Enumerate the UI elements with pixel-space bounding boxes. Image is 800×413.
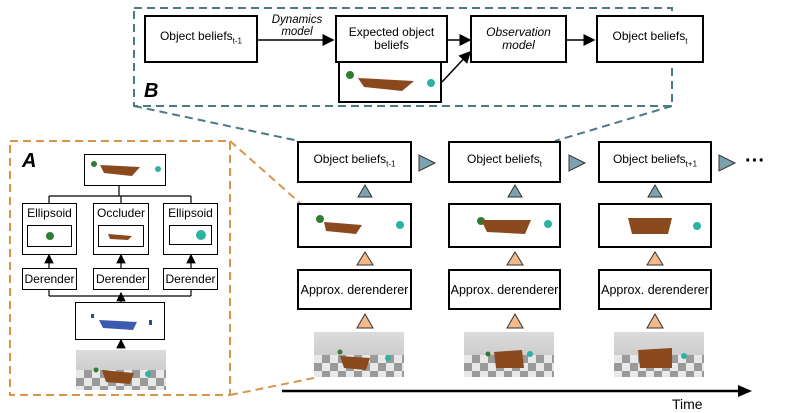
panel-b-beliefs-prev-box: Object beliefst-1: [144, 15, 258, 63]
panel-b-beliefs-prev-label: Object beliefst-1: [159, 29, 243, 46]
occluder-scene-icon: [91, 161, 161, 176]
beliefs-image-1: [297, 203, 412, 248]
ellipsoid-right-label: Ellipsoid: [168, 206, 213, 220]
occluder-scene-icon: [346, 71, 435, 91]
segmentation-mask-icon: [91, 314, 152, 330]
ellipsoid-part-right: Ellipsoid: [163, 203, 218, 255]
panel-b-beliefs-now-label: Object beliefst: [612, 29, 688, 46]
derender-box-left: Derender: [22, 268, 77, 290]
beliefs-t-plus-1-label: Object beliefst+1: [612, 152, 698, 169]
segmentation-image: [75, 302, 165, 340]
panel-b-letter: B: [144, 80, 159, 102]
beliefs-t-minus-1-label: Object beliefst-1: [313, 152, 396, 169]
derenderer-box-3: Approx. derenderer: [598, 269, 712, 310]
occluder-scene-icon: [476, 216, 552, 234]
panel-a-connector-bottom: [229, 377, 315, 396]
panel-b-observation-image: [338, 61, 442, 103]
orange-up-arrow-2b: [506, 312, 524, 329]
panel-a-input-photo: [76, 350, 166, 390]
beliefs-box-t: Object beliefst: [448, 141, 561, 183]
ellipsis: ···: [745, 150, 765, 172]
expected-beliefs-box: Expected object beliefs: [335, 15, 448, 63]
derender-box-right: Derender: [163, 268, 218, 290]
dynamics-model-label: Dynamics model: [271, 14, 323, 38]
scene-objects-icon: [485, 350, 533, 368]
panel-a-letter: A: [22, 150, 37, 172]
occluder-scene-icon: [315, 214, 404, 234]
teal-right-arrow-2: [568, 154, 587, 172]
derenderer-2-label: Approx. derenderer: [450, 282, 559, 297]
occluder-icon: [108, 234, 132, 240]
observation-model-label: Observation model: [486, 25, 551, 52]
teal-up-arrow-1: [357, 184, 373, 198]
occluder-label: Occluder: [96, 206, 146, 220]
green-ball-icon: [45, 232, 54, 240]
panel-a-scene-box: [84, 154, 166, 186]
derenderer-box-1: Approx. derenderer: [297, 269, 412, 310]
beliefs-image-2: [448, 203, 561, 248]
panel-b-connector-left: [133, 105, 300, 142]
input-photo-1: [314, 332, 404, 377]
teal-right-arrow-1: [418, 154, 437, 172]
scene-objects-icon: [638, 348, 687, 368]
derenderer-3-label: Approx. derenderer: [601, 282, 709, 297]
panel-a-connector-top: [229, 140, 301, 204]
expected-beliefs-label: Expected object beliefs: [348, 25, 435, 52]
scene-objects-icon: [337, 349, 391, 370]
ellipsoid-part-left: Ellipsoid: [22, 203, 77, 255]
time-axis-label: Time: [672, 396, 703, 412]
orange-up-arrow-3a: [646, 251, 664, 266]
orange-up-arrow-3b: [646, 312, 664, 329]
teal-right-arrow-3: [718, 154, 737, 172]
observation-model-box: Observation model: [470, 15, 567, 63]
ellipsoid-left-label: Ellipsoid: [27, 206, 72, 220]
derenderer-box-2: Approx. derenderer: [448, 269, 561, 310]
teal-up-arrow-3: [647, 184, 663, 198]
derender-box-middle: Derender: [93, 268, 149, 290]
orange-up-arrow-1a: [356, 251, 374, 266]
teal-up-arrow-2: [507, 184, 523, 198]
panel-b-connector-right: [554, 105, 673, 142]
beliefs-t-label: Object beliefst: [467, 152, 542, 169]
beliefs-image-3: [598, 203, 712, 248]
occluder-part: Occluder: [93, 203, 149, 255]
orange-up-arrow-1b: [356, 312, 374, 329]
input-photo-2: [464, 332, 554, 377]
orange-up-arrow-2a: [506, 251, 524, 266]
input-photo-3: [614, 332, 704, 377]
panel-b-beliefs-now-box: Object beliefst: [596, 15, 704, 63]
occluder-scene-icon: [628, 217, 701, 234]
cyan-ball-icon: [196, 230, 206, 240]
derenderer-1-label: Approx. derenderer: [300, 282, 409, 297]
beliefs-box-t-minus-1: Object beliefst-1: [297, 141, 412, 183]
scene-objects-icon: [93, 367, 151, 384]
beliefs-box-t-plus-1: Object beliefst+1: [598, 141, 712, 183]
